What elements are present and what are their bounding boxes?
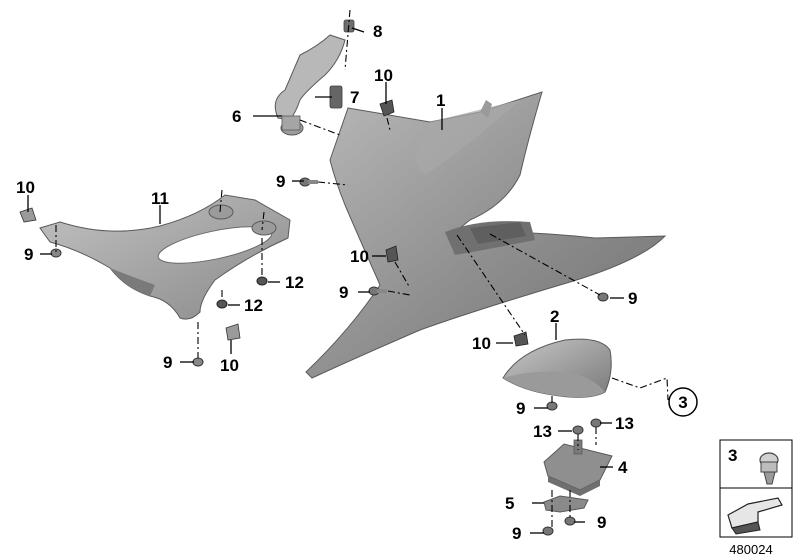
label-part-5: 5	[505, 494, 514, 513]
label-part-9-d: 9	[628, 289, 637, 308]
arrow-icon	[727, 497, 783, 535]
label-part-10-c: 10	[350, 247, 369, 266]
inset-panel: 3	[719, 439, 793, 538]
part-4-mounting-plate	[543, 439, 613, 496]
screw-9-c	[368, 286, 387, 296]
inset-clip-label: 3	[728, 446, 737, 465]
label-part-12-a: 12	[285, 273, 304, 292]
label-part-7: 7	[350, 88, 359, 107]
label-part-10-e: 10	[472, 334, 491, 353]
part-11-bracket	[39, 194, 291, 320]
fastener-nut-10-a	[379, 99, 395, 117]
clip-icon	[759, 452, 779, 485]
screw-13-b	[590, 418, 602, 428]
label-part-10-a: 10	[374, 66, 393, 85]
label-part-10-d: 10	[220, 356, 239, 375]
screw-9-g	[564, 516, 576, 526]
label-part-12-b: 12	[244, 296, 263, 315]
reference-3-label: 3	[678, 393, 687, 412]
screw-9-a	[299, 177, 318, 187]
assembly-lines	[55, 9, 669, 528]
screw-9-d	[597, 292, 609, 302]
label-part-6: 6	[232, 107, 241, 126]
label-part-13-b: 13	[615, 414, 634, 433]
screw-9-e	[192, 357, 204, 367]
label-part-9-b: 9	[24, 245, 33, 264]
screw-13-a	[572, 425, 584, 435]
label-part-9-a: 9	[276, 172, 285, 191]
screw-12-a	[256, 276, 268, 286]
part-6-holder	[274, 34, 346, 136]
label-part-13-a: 13	[533, 422, 552, 441]
label-part-9-h: 9	[512, 524, 521, 543]
screw-9-b	[50, 248, 62, 258]
label-part-8: 8	[373, 22, 382, 41]
screw-9-h	[542, 526, 554, 536]
part-2-cover	[502, 338, 612, 398]
fastener-nut-10-e	[513, 331, 529, 347]
screw-12-b	[216, 299, 228, 309]
reference-circle-3: 3	[668, 387, 698, 417]
label-part-9-f: 9	[516, 399, 525, 418]
part-5-small-bracket	[543, 495, 589, 513]
label-part-9-g: 9	[597, 513, 606, 532]
fastener-nut-10-c	[385, 245, 399, 263]
fastener-nut-10-d	[225, 323, 241, 341]
leader-lines	[27, 27, 624, 534]
screw-9-f	[546, 401, 558, 411]
drawing-number: 480024	[729, 542, 772, 557]
label-part-1: 1	[436, 91, 445, 110]
label-part-2: 2	[550, 307, 559, 326]
label-part-11: 11	[151, 189, 169, 208]
part-1-lower-fairing	[305, 91, 667, 379]
label-part-10-b: 10	[16, 178, 35, 197]
label-part-9-c: 9	[339, 283, 348, 302]
label-part-4: 4	[618, 458, 628, 477]
label-part-9-e: 9	[163, 353, 172, 372]
